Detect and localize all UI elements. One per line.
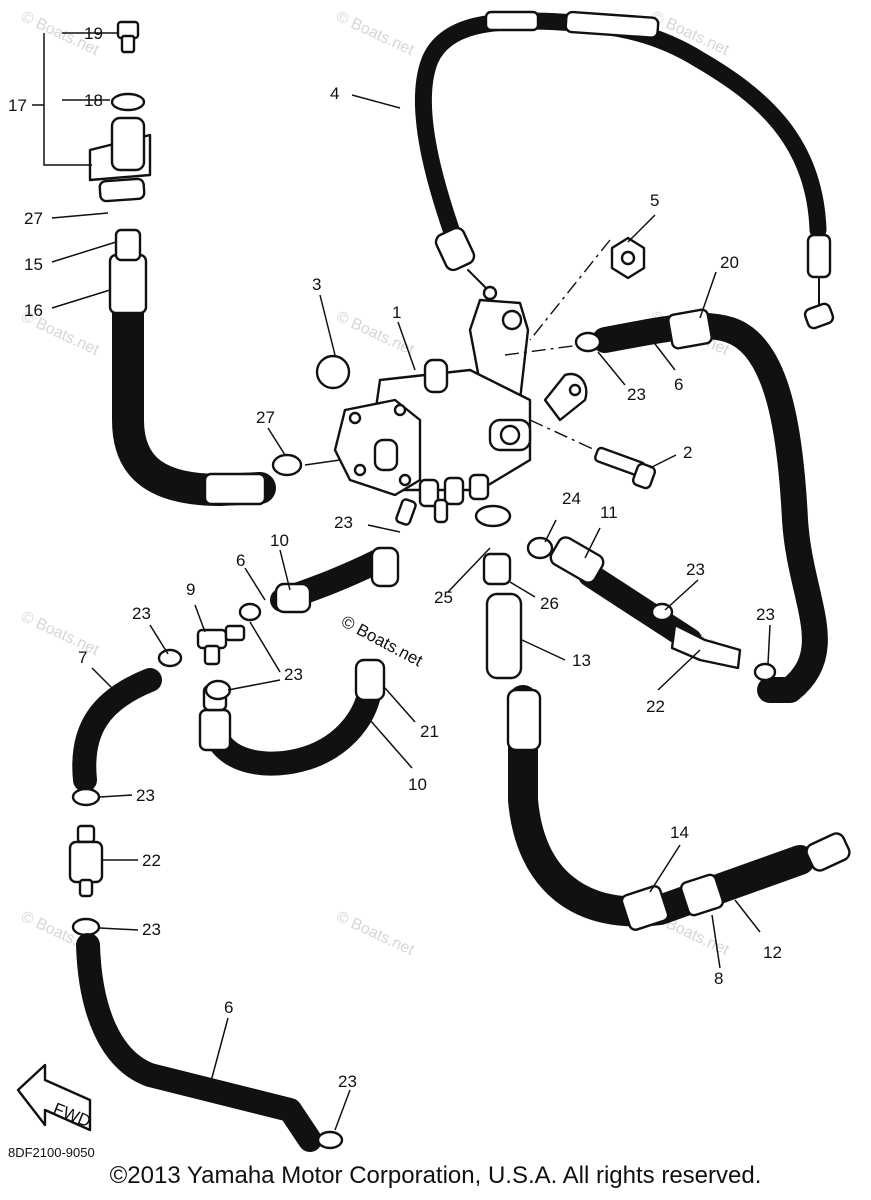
callout-22: 22 bbox=[142, 851, 161, 870]
callout-19: 19 bbox=[84, 24, 103, 43]
callout-13: 13 bbox=[572, 651, 591, 670]
callout-23: 23 bbox=[756, 605, 775, 624]
callout-27: 27 bbox=[24, 209, 43, 228]
center-fittings bbox=[474, 504, 777, 682]
callout-23: 23 bbox=[338, 1072, 357, 1091]
copyright-notice: ©2013 Yamaha Motor Corporation, U.S.A. A… bbox=[109, 1162, 762, 1189]
callout-25: 25 bbox=[434, 588, 453, 607]
callout-3: 3 bbox=[312, 275, 321, 294]
watermark: © Boats.net bbox=[333, 908, 417, 959]
callout-8: 8 bbox=[714, 969, 723, 988]
callout-24: 24 bbox=[562, 489, 581, 508]
callout-16: 16 bbox=[24, 301, 43, 320]
callout-23: 23 bbox=[136, 786, 155, 805]
right-loop-hose bbox=[574, 308, 828, 703]
callout-15: 15 bbox=[24, 255, 43, 274]
callout-27: 27 bbox=[256, 408, 275, 427]
callout-26: 26 bbox=[540, 594, 559, 613]
callout-14: 14 bbox=[670, 823, 689, 842]
callout-7: 7 bbox=[78, 648, 87, 667]
watermark: © Boats.net bbox=[333, 308, 417, 359]
callout-5: 5 bbox=[650, 191, 659, 210]
callout-21: 21 bbox=[420, 722, 439, 741]
callout-9: 9 bbox=[186, 580, 195, 599]
callouts: 19 18 17 27 15 16 4 5 20 3 1 2 27 23 6 2… bbox=[8, 24, 782, 1091]
lower-right-hose bbox=[506, 685, 851, 931]
callout-4: 4 bbox=[330, 84, 339, 103]
callout-6: 6 bbox=[236, 551, 245, 570]
callout-22: 22 bbox=[646, 697, 665, 716]
left-lower-hoses bbox=[68, 602, 344, 1152]
throttle-cable bbox=[415, 10, 835, 330]
callout-12: 12 bbox=[763, 943, 782, 962]
callout-6: 6 bbox=[674, 375, 683, 394]
callout-10: 10 bbox=[408, 775, 427, 794]
callout-23: 23 bbox=[334, 513, 353, 532]
pump-bolt bbox=[594, 446, 657, 490]
callout-23: 23 bbox=[627, 385, 646, 404]
watermark: © Boats.net bbox=[18, 608, 102, 659]
callout-1: 1 bbox=[392, 303, 401, 322]
callout-10: 10 bbox=[270, 531, 289, 550]
drawing-code: 8DF2100-9050 bbox=[8, 1145, 95, 1160]
callout-11: 11 bbox=[600, 503, 618, 522]
middle-hoses bbox=[198, 546, 400, 776]
fwd-arrow-icon: FWD bbox=[16, 1063, 94, 1131]
callout-23: 23 bbox=[142, 920, 161, 939]
leader-lines bbox=[32, 32, 771, 1131]
callout-23: 23 bbox=[132, 604, 151, 623]
callout-18: 18 bbox=[84, 91, 103, 110]
callout-17: 17 bbox=[8, 96, 27, 115]
callout-23: 23 bbox=[284, 665, 303, 684]
callout-20: 20 bbox=[720, 253, 739, 272]
watermark: © Boats.net bbox=[333, 8, 417, 59]
left-upper-hose bbox=[88, 20, 341, 506]
callout-2: 2 bbox=[683, 443, 692, 462]
callout-6: 6 bbox=[224, 998, 233, 1017]
oil-pump bbox=[315, 354, 532, 526]
pump-bracket bbox=[468, 236, 646, 451]
callout-23: 23 bbox=[686, 560, 705, 579]
